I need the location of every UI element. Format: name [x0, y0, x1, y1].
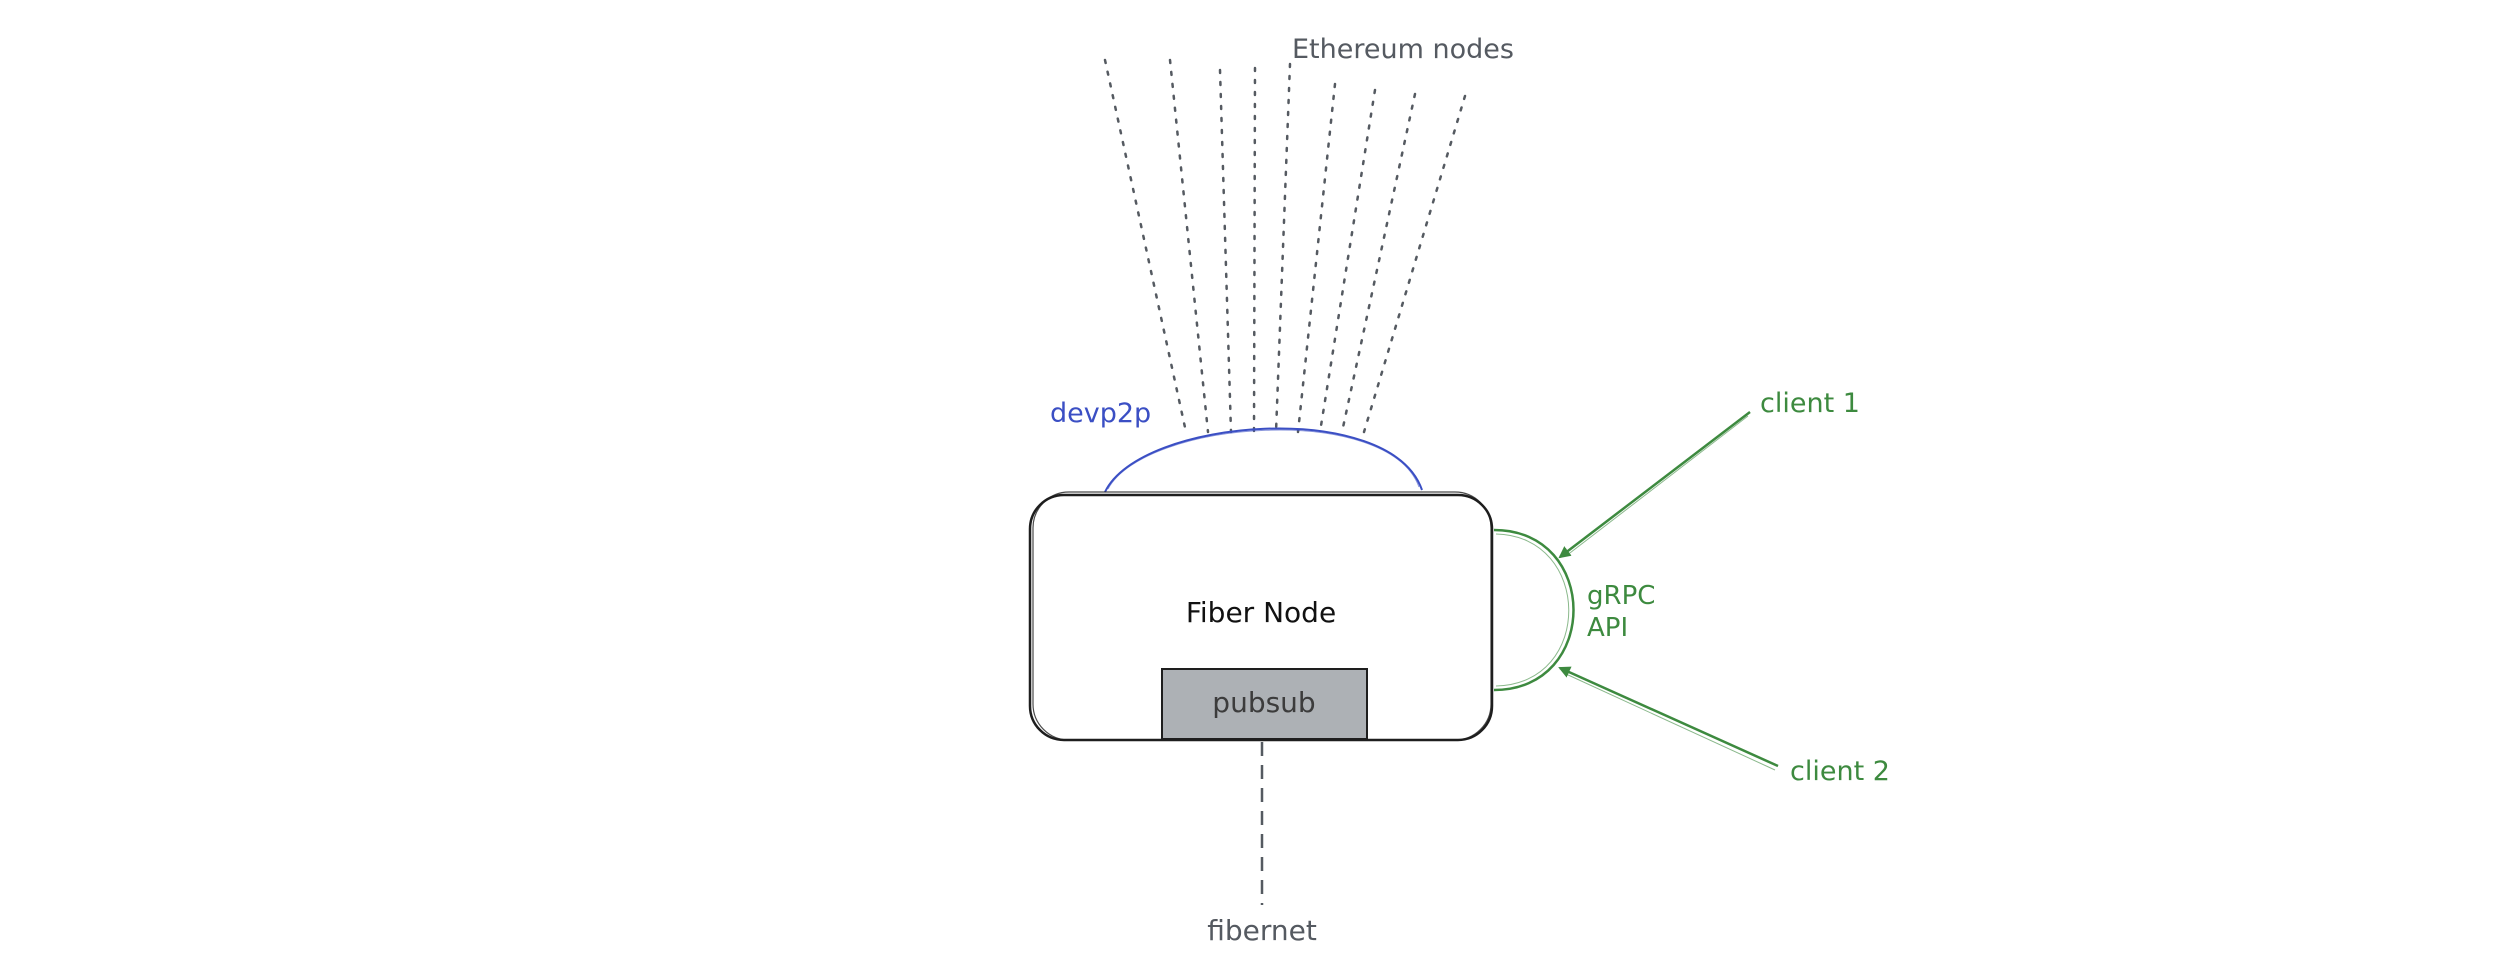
peer-line: [1252, 66, 1257, 434]
fiber-node-label: Fiber Node: [1186, 596, 1336, 629]
peer-line: [1296, 82, 1337, 434]
devp2p-label: devp2p: [1050, 398, 1151, 429]
client1-arrow-sketch: [1565, 415, 1749, 557]
ethereum-nodes-label: Ethereum nodes: [1292, 34, 1514, 65]
client2-arrow-sketch: [1565, 673, 1776, 771]
peer-line: [1274, 62, 1292, 434]
pubsub-label: pubsub: [1212, 686, 1315, 719]
peer-line: [1103, 58, 1188, 434]
grpc-label-line1: gRPC: [1587, 581, 1655, 611]
client1-label: client 1: [1760, 388, 1860, 419]
peer-line: [1340, 92, 1417, 434]
ethereum-peer-connections: [1103, 58, 1467, 434]
grpc-api-arc: [1493, 528, 1575, 692]
fibernet-label: fibernet: [1207, 914, 1317, 947]
devp2p-arc: [1104, 427, 1423, 493]
peer-line: [1168, 58, 1210, 434]
grpc-label-line2: API: [1587, 613, 1628, 643]
peer-line: [1218, 68, 1233, 434]
pubsub-box: [1161, 668, 1368, 740]
client2-label: client 2: [1790, 756, 1890, 787]
devp2p-arc-sketch: [1107, 429, 1420, 490]
client2-arrow: [1558, 666, 1779, 768]
peer-line: [1318, 88, 1377, 434]
grpc-api-arc-sketch: [1495, 533, 1570, 687]
peer-line: [1362, 94, 1467, 434]
client1-arrow: [1558, 411, 1751, 559]
